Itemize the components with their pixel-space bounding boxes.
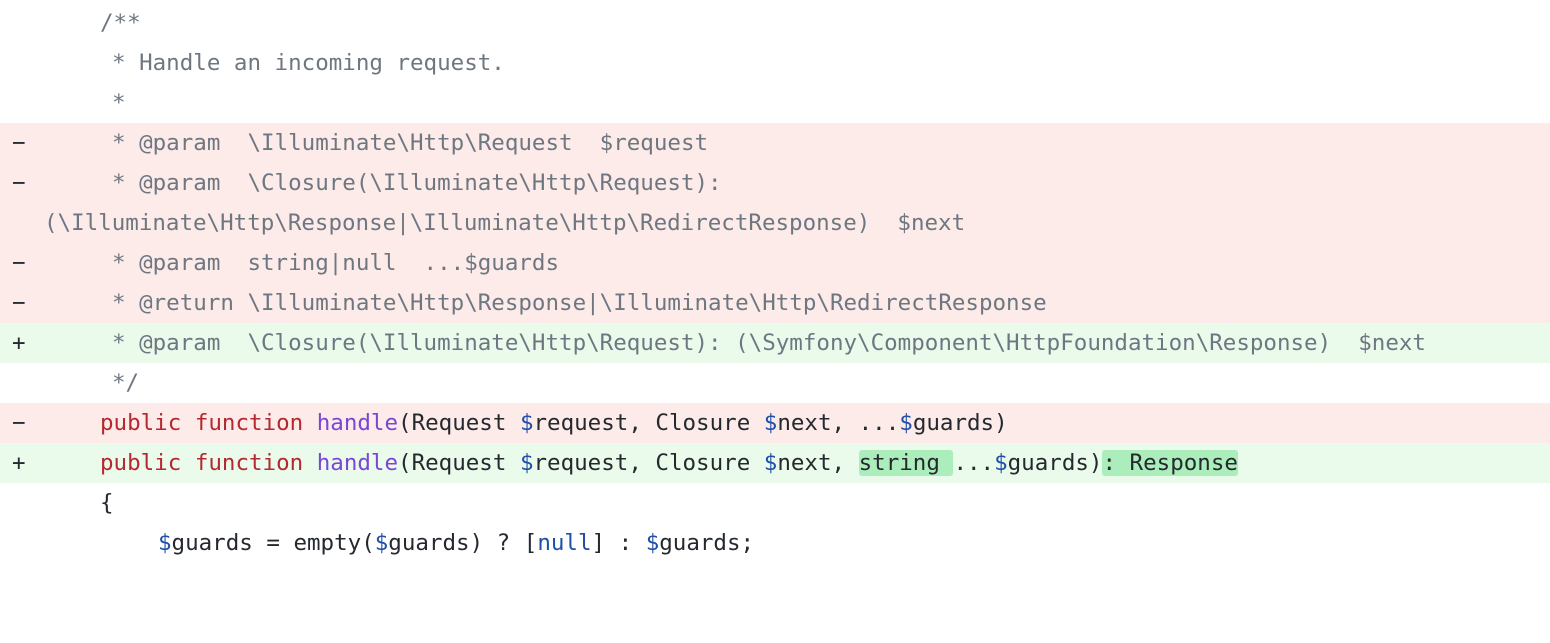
open-brace: { bbox=[100, 490, 114, 516]
code-text: (Request bbox=[398, 450, 520, 476]
inline-added-highlight: : Response bbox=[1102, 450, 1238, 476]
deletion-marker: − bbox=[12, 170, 26, 196]
code-text: guards) bbox=[912, 410, 1008, 436]
addition-marker: + bbox=[12, 330, 26, 356]
keyword-public: public bbox=[100, 410, 182, 436]
keyword-public: public bbox=[100, 450, 182, 476]
diff-line-deleted: − * @return \Illuminate\Http\Response|\I… bbox=[0, 283, 1550, 323]
diff-line-deleted: − * @param \Closure(\Illuminate\Http\Req… bbox=[0, 163, 1550, 203]
code-text: ... bbox=[953, 450, 995, 476]
diff-line-context: */ bbox=[0, 363, 1550, 403]
doc-comment-line: * bbox=[112, 90, 126, 116]
addition-marker: + bbox=[12, 450, 26, 476]
diff-line-context: * Handle an incoming request. bbox=[0, 43, 1550, 83]
code-text: ] : bbox=[591, 530, 646, 556]
code-text: (Request bbox=[398, 410, 520, 436]
deletion-marker: − bbox=[12, 130, 26, 156]
variable-sigil: $ bbox=[519, 450, 534, 476]
doc-comment-wrapped-line: (\Illuminate\Http\Response|\Illuminate\H… bbox=[44, 210, 966, 236]
doc-comment-line: * @param \Closure(\Illuminate\Http\Reque… bbox=[112, 330, 1426, 356]
code-text: next, bbox=[777, 450, 859, 476]
diff-line-added: + public function handle(Request $reques… bbox=[0, 443, 1550, 483]
keyword-function: function bbox=[194, 410, 304, 436]
variable-sigil: $ bbox=[374, 530, 389, 556]
guards-assignment: $guards = empty($guards) ? [null] : $gua… bbox=[158, 523, 754, 563]
variable-sigil: $ bbox=[899, 410, 913, 436]
doc-comment-open: /** bbox=[100, 10, 141, 36]
variable-sigil: $ bbox=[763, 410, 778, 436]
variable-sigil: $ bbox=[158, 530, 172, 556]
doc-comment-close: */ bbox=[112, 370, 140, 396]
doc-comment-line: * @param \Illuminate\Http\Request $reque… bbox=[112, 130, 709, 156]
code-text: request, Closure bbox=[533, 450, 764, 476]
diff-line-context: * bbox=[0, 83, 1550, 123]
code-text: request, Closure bbox=[533, 410, 764, 436]
diff-line-deleted: − public function handle(Request $reques… bbox=[0, 403, 1550, 443]
doc-comment-line: * Handle an incoming request. bbox=[112, 50, 505, 76]
code-text: guards) bbox=[1007, 450, 1103, 476]
diff-line-context: { bbox=[0, 483, 1550, 523]
function-name: handle bbox=[316, 410, 399, 436]
variable-sigil: $ bbox=[645, 530, 660, 556]
function-signature-old: public function handle(Request $request,… bbox=[100, 403, 1008, 443]
code-text: guards; bbox=[659, 530, 755, 556]
code-text: guards = empty( bbox=[171, 530, 375, 556]
doc-comment-line: * @return \Illuminate\Http\Response|\Ill… bbox=[112, 290, 1047, 316]
deletion-marker: − bbox=[12, 290, 26, 316]
code-text: guards) ? [ bbox=[388, 530, 538, 556]
variable-sigil: $ bbox=[519, 410, 534, 436]
deletion-marker: − bbox=[12, 410, 26, 436]
code-text: next, ... bbox=[777, 410, 900, 436]
diff-line-deleted: − * @param string|null ...$guards bbox=[0, 243, 1550, 283]
doc-comment-line: * @param string|null ...$guards bbox=[112, 250, 560, 276]
diff-line-context: /** bbox=[0, 3, 1550, 43]
code-diff-view: /** * Handle an incoming request. * − * … bbox=[0, 3, 1550, 563]
diff-line-deleted: − * @param \Illuminate\Http\Request $req… bbox=[0, 123, 1550, 163]
diff-line-deleted-wrapped: (\Illuminate\Http\Response|\Illuminate\H… bbox=[0, 203, 1550, 243]
variable-sigil: $ bbox=[763, 450, 778, 476]
doc-comment-line: * @param \Closure(\Illuminate\Http\Reque… bbox=[112, 170, 722, 196]
deletion-marker: − bbox=[12, 250, 26, 276]
diff-line-context: $guards = empty($guards) ? [null] : $gua… bbox=[0, 523, 1550, 563]
null-literal: null bbox=[537, 530, 592, 556]
keyword-function: function bbox=[194, 450, 304, 476]
variable-sigil: $ bbox=[994, 450, 1008, 476]
inline-added-highlight: string bbox=[858, 450, 954, 476]
function-signature-new: public function handle(Request $request,… bbox=[100, 443, 1238, 483]
function-name: handle bbox=[316, 450, 399, 476]
diff-line-added: + * @param \Closure(\Illuminate\Http\Req… bbox=[0, 323, 1550, 363]
